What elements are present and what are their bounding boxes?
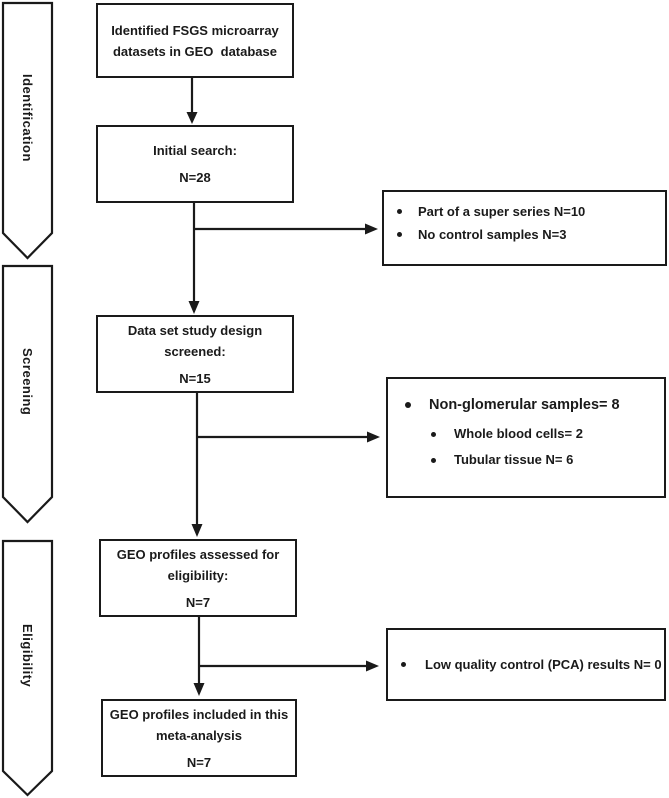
flow-box-text: Data set study design screened:: [127, 322, 263, 359]
arrow-screened-to-assessed: [191, 393, 203, 537]
bullet-icon: [431, 431, 436, 437]
exclusion-box-eligibility: Low quality control (PCA) results N= 0: [386, 628, 666, 701]
bullet-icon: [431, 457, 436, 463]
flow-box-text: GEO profiles included in this meta-analy…: [109, 706, 289, 743]
stage-label-text: Screening: [20, 347, 35, 416]
stage-label-eligibility: Eligibility: [3, 541, 52, 771]
flow-box-count: N=28: [179, 170, 211, 185]
stage-label-screening: Screening: [3, 266, 52, 497]
arrow-assessed-to-included: [193, 617, 205, 696]
arrow-identified-to-initial-search: [186, 78, 198, 124]
arrow-branch-to-eligibility-exclusions: [199, 660, 379, 672]
flow-box-initial-search: Initial search: N=28: [96, 125, 294, 203]
arrow-branch-to-screening-exclusions: [197, 431, 380, 443]
exclusion-item: No control samples N=3: [397, 223, 657, 246]
stage-label-identification: Identification: [3, 3, 52, 233]
exclusion-item-text: Part of a super series N=10: [418, 204, 586, 219]
exclusion-box-screening: Non-glomerular samples= 8 Whole blood ce…: [386, 377, 666, 498]
flow-box-count: N=7: [185, 594, 211, 610]
exclusion-item: Low quality control (PCA) results N= 0: [401, 653, 664, 676]
flow-box-text: GEO profiles assessed for eligibility:: [116, 546, 280, 583]
flow-box-text: Identified FSGS microarray datasets in G…: [111, 22, 279, 59]
arrow-initial-search-to-screened: [188, 203, 200, 314]
flow-box-assessed-eligibility: GEO profiles assessed for eligibility: N…: [99, 539, 297, 617]
stage-label-text: Identification: [20, 74, 35, 162]
exclusion-sub-item: Tubular tissue N= 6: [405, 447, 656, 473]
exclusion-item-text: Low quality control (PCA) results N= 0: [425, 657, 662, 672]
flow-box-included-meta-analysis: GEO profiles included in this meta-analy…: [101, 699, 297, 777]
bullet-icon: [397, 232, 402, 237]
exclusion-item: Non-glomerular samples= 8: [405, 393, 656, 417]
exclusion-item: Part of a super series N=10: [397, 200, 657, 223]
bullet-icon: [397, 209, 402, 214]
exclusion-item-text: No control samples N=3: [418, 227, 567, 242]
flow-box-text: Initial search:: [153, 143, 237, 158]
exclusion-sub-item: Whole blood cells= 2: [405, 421, 656, 447]
stage-label-text: Eligibility: [20, 624, 35, 688]
flow-box-count: N=15: [179, 370, 211, 386]
bullet-icon: [405, 402, 411, 408]
exclusion-sub-list: Whole blood cells= 2 Tubular tissue N= 6: [405, 421, 656, 473]
flow-box-count: N=7: [186, 754, 212, 770]
flow-box-identified-datasets: Identified FSGS microarray datasets in G…: [96, 3, 294, 78]
exclusion-item-text: Non-glomerular samples= 8: [429, 397, 620, 413]
arrow-branch-to-search-exclusions: [194, 223, 378, 235]
exclusion-item-text: Whole blood cells= 2: [454, 426, 583, 441]
exclusion-item-text: Tubular tissue N= 6: [454, 452, 574, 467]
bullet-icon: [401, 662, 406, 667]
exclusion-box-search: Part of a super series N=10 No control s…: [382, 190, 667, 266]
flow-box-study-design-screened: Data set study design screened: N=15: [96, 315, 294, 393]
